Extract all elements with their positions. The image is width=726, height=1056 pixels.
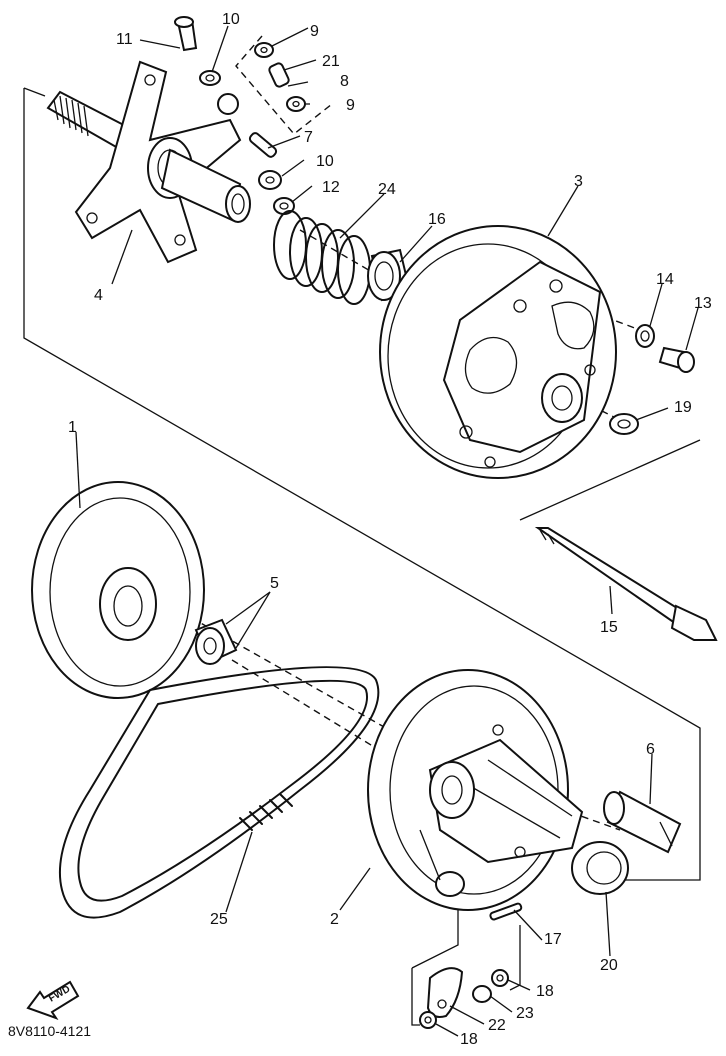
callout-20: 20 (600, 957, 618, 974)
callout-2: 2 (330, 911, 339, 928)
leader-lines (75, 25, 699, 1037)
callout-12: 12 (322, 179, 340, 196)
callout-19: 19 (674, 399, 692, 416)
part-slider (194, 618, 238, 665)
callout-11: 11 (116, 31, 133, 48)
callout-5: 5 (270, 575, 279, 592)
callout-15: 15 (600, 619, 618, 636)
part-tube (603, 790, 682, 854)
callout-18b: 18 (460, 1031, 478, 1048)
callout-13: 13 (694, 295, 712, 312)
callout-6: 6 (646, 741, 655, 758)
callout-25: 25 (210, 911, 228, 928)
callout-24: 24 (378, 181, 396, 198)
callout-10a: 10 (222, 11, 240, 28)
callout-1: 1 (68, 419, 77, 436)
part-cover-bolt (609, 324, 695, 435)
callout-10b: 10 (316, 153, 334, 170)
part-oil-seal (571, 841, 629, 895)
callout-16: 16 (428, 211, 446, 228)
callout-8: 8 (340, 73, 349, 90)
part-sheave-housing (367, 669, 584, 911)
part-fixed-sheave (31, 481, 205, 699)
part-spider-shaft (46, 60, 251, 264)
callout-22: 22 (488, 1017, 506, 1034)
callout-23: 23 (516, 1005, 534, 1022)
callout-9b: 9 (346, 97, 355, 114)
part-code: 8V8110-4121 (8, 1023, 91, 1039)
part-long-bolt (534, 527, 718, 641)
forward-arrow-icon: FWD (26, 980, 80, 1020)
part-drive-belt (58, 666, 380, 919)
callout-21: 21 (322, 53, 340, 70)
callout-4: 4 (94, 287, 103, 304)
callout-14: 14 (656, 271, 674, 288)
callout-3: 3 (574, 173, 583, 190)
part-pin-weights (419, 902, 523, 1029)
part-spring (273, 210, 371, 305)
callout-17: 17 (544, 931, 562, 948)
callout-9a: 9 (310, 23, 319, 40)
callout-numbers: 1 2 3 4 5 6 7 8 9 9 10 10 11 12 13 14 15… (68, 11, 712, 1048)
callout-7: 7 (304, 129, 313, 146)
callout-18a: 18 (536, 983, 554, 1000)
part-cover (379, 225, 617, 479)
